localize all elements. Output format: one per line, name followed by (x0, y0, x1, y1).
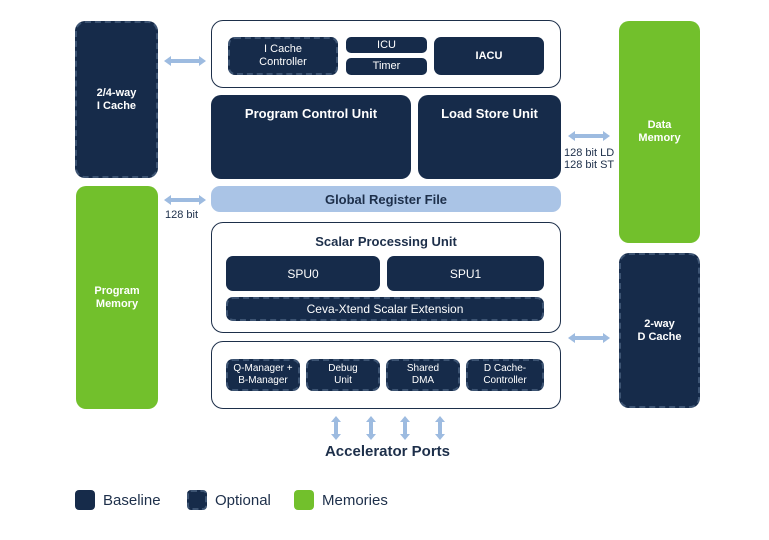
spu1-block: SPU1 (387, 256, 544, 291)
icache-block: 2/4-way I Cache (75, 21, 158, 178)
iacu-label: IACU (475, 49, 503, 62)
qmanager-bmanager-block: Q-Manager + B-Manager (226, 359, 300, 391)
legend-optional-label: Optional (215, 491, 271, 509)
accelerator-ports-label: Accelerator Ports (324, 443, 451, 460)
dcache-controller-label: D Cache- Controller (483, 363, 527, 386)
global-register-file-block: Global Register File (211, 186, 561, 212)
program-bus-arrow (164, 195, 206, 205)
legend-optional: Optional (187, 490, 271, 510)
timer-label: Timer (372, 60, 401, 72)
baseline-swatch (75, 490, 95, 510)
qmanager-bmanager-label: Q-Manager + B-Manager (233, 363, 293, 386)
dcache-controller-block: D Cache- Controller (466, 359, 544, 391)
legend-memories: Memories (294, 490, 388, 510)
data-memory-label: Data Memory (638, 119, 681, 144)
data-memory-block: Data Memory (619, 21, 700, 243)
data-bus-arrow (568, 131, 610, 141)
optional-swatch (187, 490, 207, 510)
program-control-unit-label: Program Control Unit (244, 106, 378, 121)
icache-label: 2/4-way I Cache (96, 86, 137, 112)
data-bus-label: 128 bit LD 128 bit ST (564, 147, 615, 171)
ceva-xtend-extension-label: Ceva-Xtend Scalar Extension (306, 302, 464, 316)
shared-dma-label: Shared DMA (406, 363, 440, 386)
dcache-block: 2-way D Cache (619, 253, 700, 408)
icu-label: ICU (377, 38, 396, 51)
accelerator-port-arrow (331, 416, 341, 440)
timer-block: Timer (346, 58, 427, 75)
debug-unit-label: Debug Unit (328, 363, 358, 386)
shared-dma-block: Shared DMA (386, 359, 460, 391)
icache-controller-label: I Cache Controller (259, 43, 307, 68)
load-store-unit-label: Load Store Unit (441, 106, 538, 121)
dcache-bus-arrow (568, 333, 610, 343)
spu1-label: SPU1 (449, 266, 482, 281)
accelerator-port-arrow (400, 416, 410, 440)
iacu-block: IACU (434, 37, 544, 75)
memories-swatch (294, 490, 314, 510)
spu0-block: SPU0 (226, 256, 380, 291)
legend-baseline-label: Baseline (103, 491, 161, 509)
legend-baseline: Baseline (75, 490, 161, 510)
program-memory-block: Program Memory (76, 186, 158, 409)
accelerator-port-arrow (366, 416, 376, 440)
load-store-unit-block: Load Store Unit (418, 95, 561, 179)
scalar-processing-unit-title: Scalar Processing Unit (315, 234, 457, 249)
debug-unit-block: Debug Unit (306, 359, 380, 391)
spu0-label: SPU0 (287, 266, 319, 281)
program-bus-label: 128 bit (165, 209, 199, 221)
global-register-file-label: Global Register File (324, 191, 448, 207)
accelerator-port-arrow (435, 416, 445, 440)
program-control-unit-block: Program Control Unit (211, 95, 411, 179)
legend-memories-label: Memories (322, 491, 388, 509)
icache-controller-block: I Cache Controller (228, 37, 338, 75)
program-memory-label: Program Memory (94, 284, 140, 310)
icu-block: ICU (346, 37, 427, 53)
ceva-xtend-extension-block: Ceva-Xtend Scalar Extension (226, 297, 544, 321)
icache-bus-arrow (164, 56, 206, 66)
dcache-label: 2-way D Cache (637, 317, 682, 343)
